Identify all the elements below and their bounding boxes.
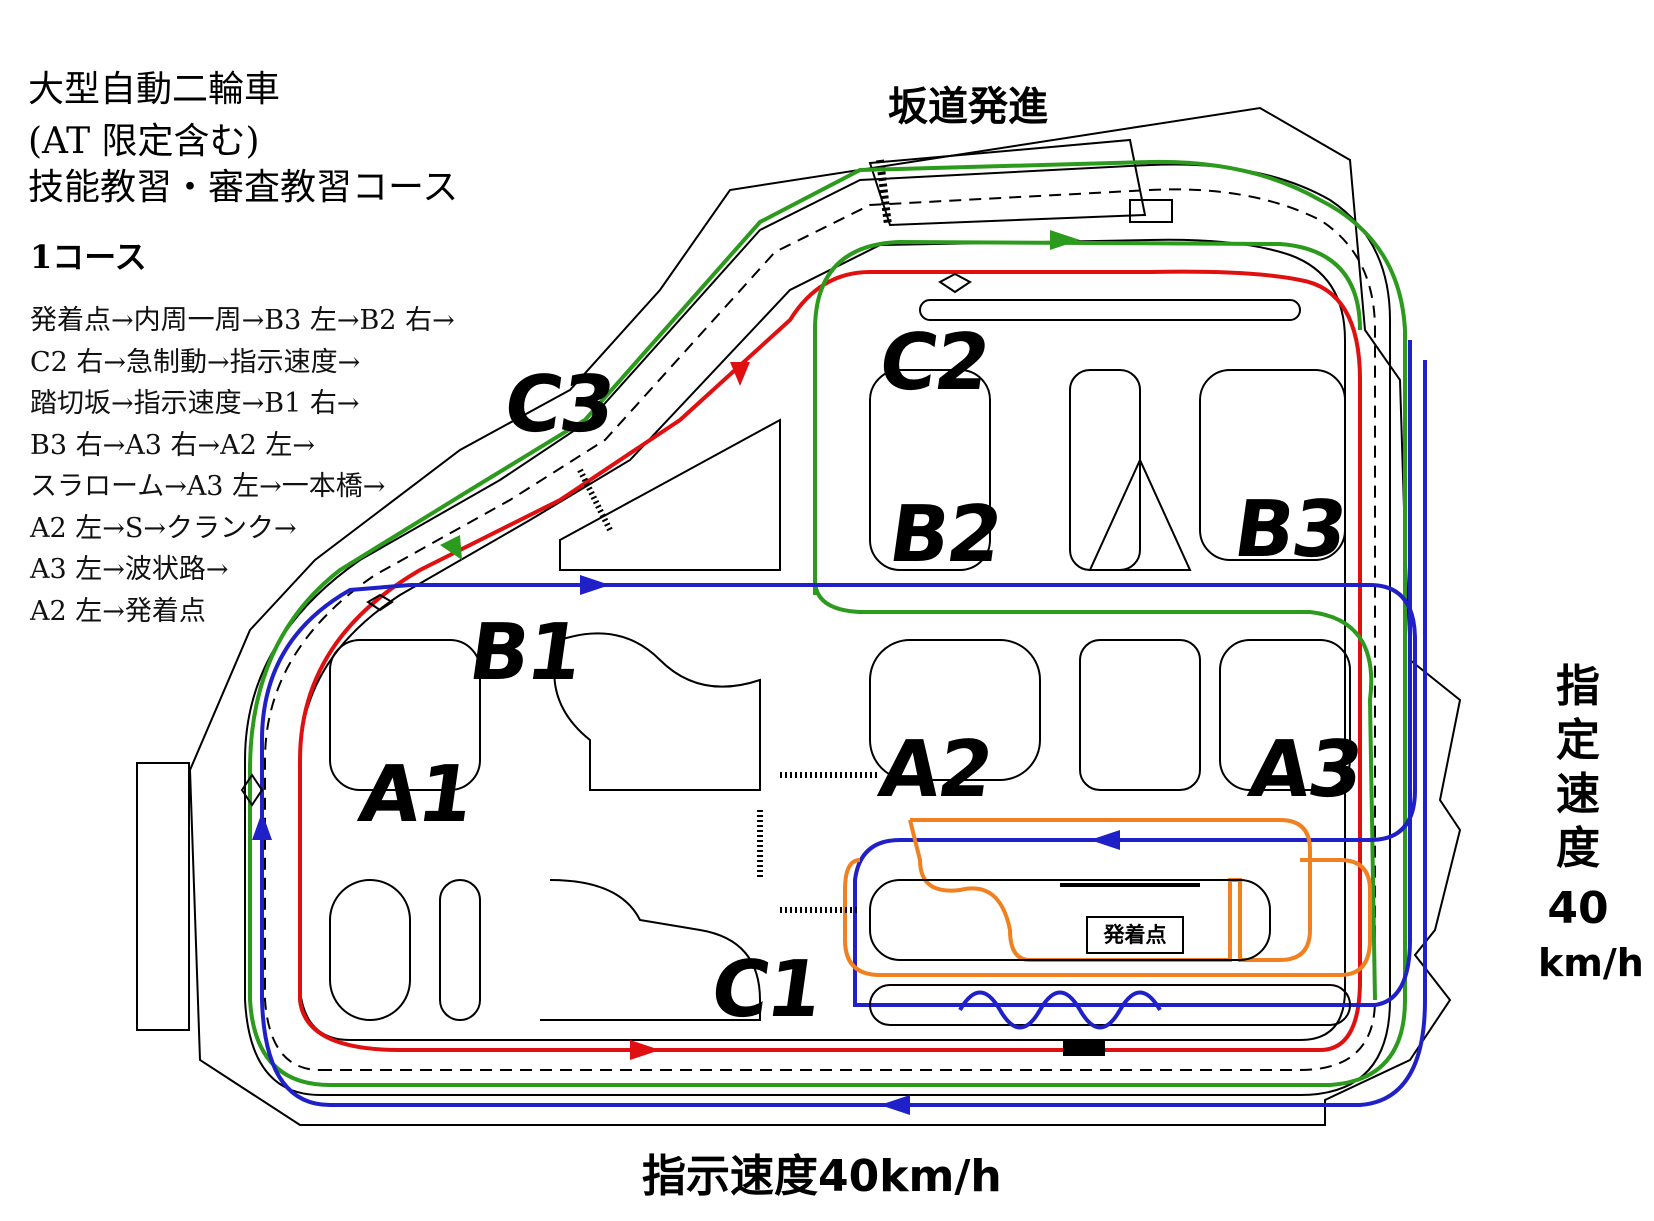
blue-arrow-mid	[1090, 830, 1120, 850]
zone-a2: A2	[873, 725, 997, 815]
hill-stripe	[876, 159, 892, 226]
hill-box	[1129, 199, 1173, 223]
route-blue	[410, 340, 1417, 1007]
outer-lane-dashed	[264, 188, 1376, 1071]
zone-b3: B3	[1228, 485, 1352, 575]
green-arrow-left	[440, 535, 462, 560]
title-line1: 大型自動二輪車	[28, 69, 281, 110]
zone-a1: A1	[353, 750, 477, 840]
speed-right-unit: km/h	[1538, 941, 1644, 985]
course-number: 1コース	[30, 238, 147, 276]
speed-right-char: 速	[1556, 769, 1600, 820]
route-blue-outer	[330, 360, 1427, 1107]
green-arrow-top	[1050, 230, 1080, 250]
route-green-loop	[813, 579, 1377, 1001]
route-step: A2 左→発着点	[30, 595, 206, 627]
blue-arrow-bottom	[880, 1095, 910, 1115]
start-point-label: 発着点	[1086, 916, 1184, 954]
title-line2: (AT 限定含む)	[28, 121, 260, 162]
route-step: 踏切坂→指示速度→B1 右→	[30, 388, 360, 419]
red-arrow-bottom	[630, 1040, 660, 1060]
route-list: 発着点→内周一周→B3 左→B2 右→ C2 右→急制動→指示速度→ 踏切坂→指…	[30, 300, 455, 632]
route-step: C2 右→急制動→指示速度→	[30, 346, 361, 378]
crossings	[577, 468, 880, 913]
route-green-inner	[813, 239, 1362, 595]
speed-right-value: 40	[1547, 883, 1609, 934]
title-line3: 技能教習・審査教習コース	[28, 167, 459, 208]
route-step: 発着点→内周一周→B3 左→B2 右→	[30, 305, 455, 336]
red-arrow-upper	[730, 362, 750, 386]
zone-c2: C2	[873, 318, 994, 408]
blue-arrow-top	[580, 575, 610, 595]
route-orange	[908, 818, 1312, 962]
black-block	[1063, 1040, 1105, 1056]
route-green	[248, 159, 1407, 1087]
building-left	[136, 762, 190, 1031]
hill-start-label: 坂道発進	[888, 84, 1048, 130]
zone-c1: C1	[705, 945, 826, 1035]
blue-arrow-left	[252, 812, 272, 840]
speed-right-label: 指 定 速 度 40 km/h	[1538, 660, 1644, 990]
route-orange-outer	[843, 858, 1372, 977]
hill-ramp	[868, 138, 1147, 227]
zone-b1: B1	[463, 608, 587, 698]
route-step: A3 左→波状路→	[30, 554, 229, 585]
wave-road	[958, 990, 1162, 1030]
route-step: スラローム→A3 左→一本橋→	[30, 471, 386, 502]
route-blue-left	[260, 583, 411, 1107]
speed-bottom-label: 指示速度40km/h	[642, 1151, 1002, 1202]
zone-c3: C3	[498, 360, 619, 450]
route-step: B3 右→A3 右→A2 左→	[30, 429, 315, 461]
speed-right-char: 度	[1556, 823, 1600, 874]
speed-right-char: 定	[1556, 715, 1600, 766]
course-boundary	[188, 106, 1462, 1126]
route-step: A2 左→S→クランク→	[30, 512, 297, 544]
zone-a3: A3	[1243, 725, 1367, 815]
speed-right-char: 指	[1556, 661, 1600, 712]
route-red	[298, 269, 1362, 1052]
zone-b2: B2	[883, 490, 1007, 580]
diamond-markers	[240, 272, 972, 807]
